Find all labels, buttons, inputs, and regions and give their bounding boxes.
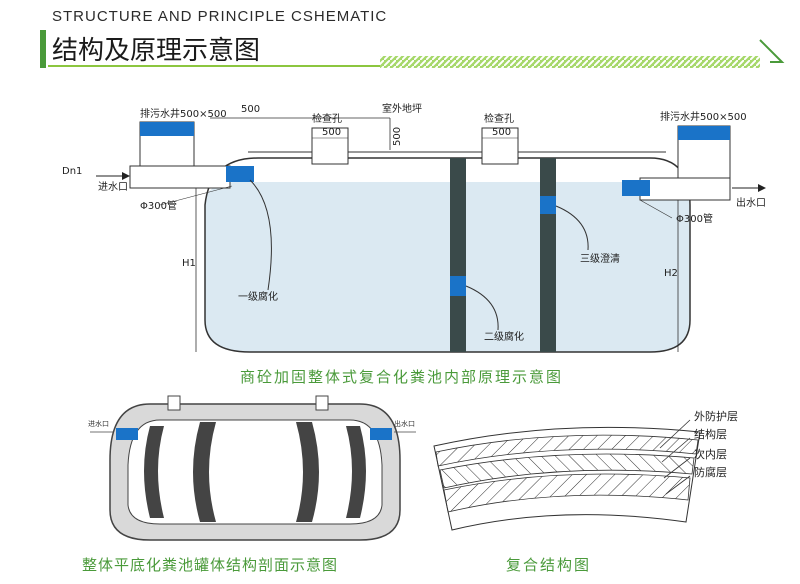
section-diagram: 进水口 出水口 <box>88 395 416 541</box>
label-dim-500-a: 500 <box>322 127 341 138</box>
layer-label-2: 结构层 <box>694 427 727 441</box>
label-h2: H2 <box>664 268 678 279</box>
section-outlet-cap <box>370 428 392 440</box>
inlet-pipe <box>129 165 231 189</box>
leader-pipe-left <box>159 185 233 206</box>
label-well-right: 排污水井500×500 <box>660 110 747 123</box>
label-outdoor-ground: 室外地坪 <box>382 102 422 115</box>
layer-leader-4 <box>665 475 691 495</box>
inspection-hole-2 <box>481 127 519 165</box>
outlet-pipe-cap <box>622 180 650 196</box>
flow-curve-3 <box>555 205 589 251</box>
label-pipe-right: Φ300管 <box>676 212 713 225</box>
layer-leader-1 <box>659 419 691 449</box>
label-stage3: 三级澄清 <box>580 252 620 265</box>
label-dn1: Dn1 <box>62 166 82 177</box>
inlet-pipe-cap <box>226 166 254 182</box>
section-inner <box>127 419 383 525</box>
composite-diagram-caption: 复合结构图 <box>506 556 592 574</box>
outlet-pipe <box>639 177 731 201</box>
label-inspection-2: 检查孔 <box>484 112 514 125</box>
section-label-outlet: 出水口 <box>394 419 415 428</box>
layer-label-3: 次内层 <box>694 447 727 461</box>
header-bar <box>40 30 785 68</box>
section-rib-4 <box>346 426 366 518</box>
label-h1: H1 <box>182 258 196 269</box>
composite-band-3 <box>443 473 691 513</box>
composite-diagram: 外防护层 结构层 次内层 防腐层 <box>433 409 738 531</box>
section-riser-2 <box>315 395 329 411</box>
composite-band-2 <box>439 453 695 489</box>
label-outlet: 出水口 <box>736 196 766 209</box>
label-dim-500-vertical: 500 <box>392 127 403 146</box>
label-pipe-left: Φ300管 <box>140 199 177 212</box>
baffle-1 <box>450 158 466 352</box>
tank-water <box>205 182 690 352</box>
left-well-cap <box>140 122 194 136</box>
inspection-hole-1 <box>311 127 349 165</box>
baffle-1-opening <box>450 276 466 296</box>
main-diagram-caption: 商砼加固整体式复合化粪池内部原理示意图 <box>240 368 564 386</box>
layer-label-4: 防腐层 <box>694 465 727 479</box>
label-dim-500-top: 500 <box>241 104 260 115</box>
label-stage1: 一级腐化 <box>238 290 278 303</box>
section-diagram-caption: 整体平底化粪池罐体结构剖面示意图 <box>82 556 339 574</box>
section-rib-1 <box>144 426 164 518</box>
header-title-cn: 结构及原理示意图 <box>52 36 261 66</box>
section-inlet-cap <box>116 428 138 440</box>
layer-leader-3 <box>663 457 691 479</box>
label-inspection-1: 检查孔 <box>312 112 342 125</box>
label-well-left: 排污水井500×500 <box>140 107 227 120</box>
header-title-en: STRUCTURE AND PRINCIPLE CSHEMATIC <box>52 8 388 25</box>
right-well-cap <box>678 126 730 140</box>
label-dim-500-b: 500 <box>492 127 511 138</box>
label-inlet: 进水口 <box>98 181 128 193</box>
leader-pipe-right <box>639 199 673 219</box>
main-tank-diagram: 排污水井500×500 500 检查孔 室外地坪 检查孔 500 500 500… <box>62 102 766 353</box>
label-stage2: 二级腐化 <box>484 330 524 343</box>
layer-leader-2 <box>661 437 691 463</box>
flow-curve-1 <box>249 179 272 291</box>
composite-band-1 <box>435 434 699 467</box>
layer-label-1: 外防护层 <box>694 409 738 423</box>
baffle-2-opening <box>540 196 556 214</box>
flow-curve-2 <box>465 285 499 331</box>
section-rib-2 <box>193 422 216 522</box>
section-riser-1 <box>167 395 181 411</box>
section-label-inlet: 进水口 <box>88 419 109 428</box>
baffle-2 <box>540 158 556 352</box>
section-rib-3 <box>296 422 319 522</box>
